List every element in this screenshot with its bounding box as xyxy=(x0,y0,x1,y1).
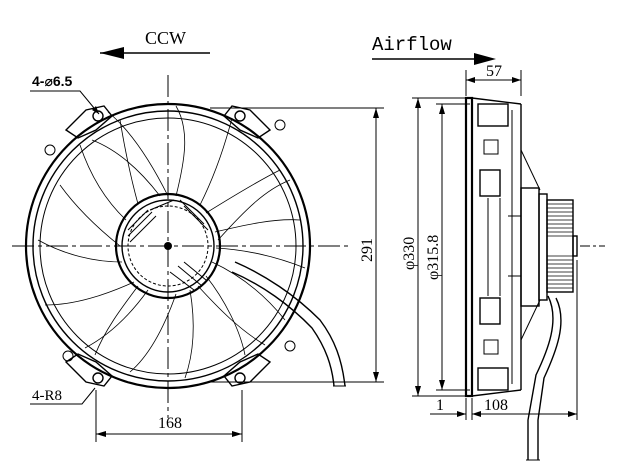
front-view: CCW 4-⌀6.5 4-R8 xyxy=(12,28,384,442)
fan-shroud xyxy=(24,102,312,390)
dim-height: 291 xyxy=(210,107,384,383)
hole-spacing-label: 168 xyxy=(158,415,182,432)
rotation-label: CCW xyxy=(145,28,186,48)
dim-overall-depth: 1 108 xyxy=(430,260,578,420)
hole-spec-label: 4-⌀6.5 xyxy=(32,73,73,89)
side-view: Airflow 57 φ330 xyxy=(372,34,605,461)
side-cable xyxy=(526,295,562,461)
shroud-diameter-label: φ315.8 xyxy=(425,235,442,280)
height-label: 291 xyxy=(359,238,376,262)
power-cable xyxy=(231,261,346,387)
hole-callout: 4-⌀6.5 xyxy=(30,73,100,115)
fan-blades xyxy=(37,105,306,379)
dim-outer-diameter: φ330 xyxy=(401,97,470,397)
airflow-indicator: Airflow xyxy=(372,34,496,65)
airflow-label: Airflow xyxy=(372,34,452,56)
overall-depth-label: 108 xyxy=(484,397,508,414)
depth-label: 57 xyxy=(486,63,502,80)
side-shroud-details xyxy=(477,103,541,391)
center-lines xyxy=(12,75,350,418)
side-motor xyxy=(520,187,605,307)
dim-depth: 57 xyxy=(465,63,522,96)
corner-radius-label: 4-R8 xyxy=(32,388,62,404)
fan-hub xyxy=(114,192,222,300)
dim-hole-spacing: 168 xyxy=(95,390,243,442)
dim-shroud-diameter: φ315.8 xyxy=(425,103,470,391)
outer-diameter-label: φ330 xyxy=(401,237,418,270)
flange-thickness-label: 1 xyxy=(436,397,444,414)
rotation-indicator: CCW xyxy=(100,28,210,59)
radius-callout: 4-R8 xyxy=(30,387,96,405)
side-flange xyxy=(464,96,522,398)
